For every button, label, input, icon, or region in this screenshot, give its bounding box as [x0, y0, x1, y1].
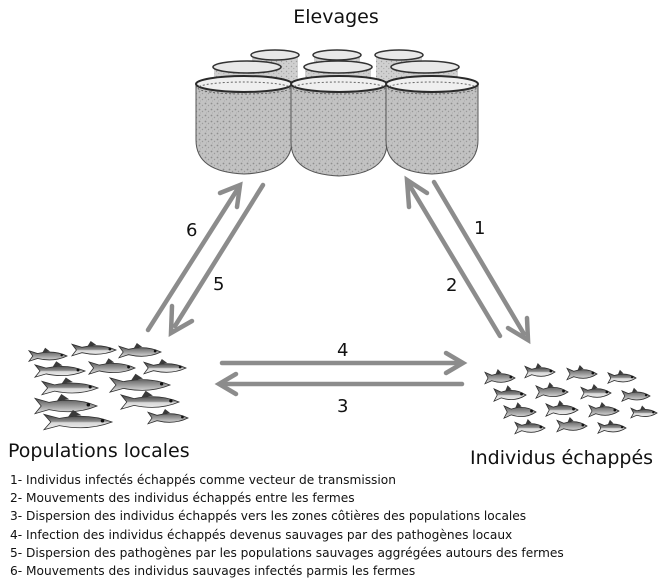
- arrow-label-3: 3: [337, 396, 348, 417]
- local-fish-6: [142, 359, 187, 375]
- local-fish-12: [146, 409, 189, 425]
- arrow-label-5: 5: [213, 274, 224, 295]
- arrow-6: [145, 181, 243, 333]
- local-fish-1: [27, 347, 68, 362]
- escaped-fish-illustration: [484, 363, 658, 435]
- escaped-fish-15: [597, 419, 627, 435]
- legend-item-1: 1- Individus infectés échappés comme vec…: [10, 473, 396, 487]
- local-fish-9: [33, 394, 99, 415]
- escaped-fish-9: [503, 402, 537, 420]
- arrow-3: [214, 371, 465, 397]
- local-populations-fish-illustration: [27, 341, 189, 431]
- local-fish-5: [87, 358, 136, 375]
- escaped-fish-1: [484, 369, 516, 385]
- escaped-fish-12: [630, 405, 658, 419]
- local-fish-10: [119, 390, 181, 410]
- cage-front-1: [195, 75, 293, 175]
- arrow-label-6: 6: [186, 220, 197, 241]
- local-fish-3: [117, 343, 162, 359]
- legend-item-3: 3- Dispersion des individus échappés ver…: [10, 509, 527, 524]
- arrow-1: [431, 179, 531, 345]
- escaped-fish-6: [535, 382, 569, 400]
- escaped-fish-8: [621, 387, 651, 403]
- escaped-fish-5: [493, 385, 527, 403]
- local-populations-label: Populations locales: [8, 440, 190, 462]
- arrow-4: [219, 350, 468, 376]
- escaped-fish-2: [524, 363, 556, 379]
- arrow-2: [404, 175, 503, 339]
- escaped-fish-14: [556, 417, 588, 433]
- cage-front-3: [385, 75, 479, 175]
- local-fish-2: [70, 341, 117, 357]
- local-fish-7: [40, 377, 100, 396]
- escaped-fish-7: [580, 384, 612, 400]
- escaped-fish-3: [566, 365, 598, 381]
- legend-item-6: 6- Mouvements des individus sauvages inf…: [10, 564, 416, 579]
- local-fish-11: [42, 410, 114, 431]
- local-fish-8: [108, 373, 172, 393]
- escaped-fish-4: [607, 369, 637, 385]
- legend-item-2: 2- Mouvements des individus échappés ent…: [10, 491, 355, 506]
- cage-front-2: [290, 75, 388, 177]
- legend: 1- Individus infectés échappés comme vec…: [10, 471, 670, 580]
- arrow-label-2: 2: [446, 275, 457, 296]
- fish-farm-cages-illustration: [195, 49, 479, 177]
- escaped-fish-13: [514, 419, 546, 435]
- farms-label: Elevages: [293, 6, 379, 28]
- legend-item-5: 5- Dispersion des pathogènes par les pop…: [10, 545, 564, 560]
- legend-item-4: 4- Infection des individus échappés deve…: [10, 527, 513, 542]
- arrow-label-1: 1: [474, 218, 485, 239]
- escaped-fish-11: [588, 402, 620, 418]
- escaped-individuals-label: Individus échappés: [470, 447, 654, 469]
- arrow-5: [168, 182, 266, 337]
- local-fish-4: [33, 361, 87, 378]
- arrow-label-4: 4: [337, 340, 348, 361]
- arrows-group: [145, 175, 531, 397]
- escaped-fish-10: [545, 400, 579, 418]
